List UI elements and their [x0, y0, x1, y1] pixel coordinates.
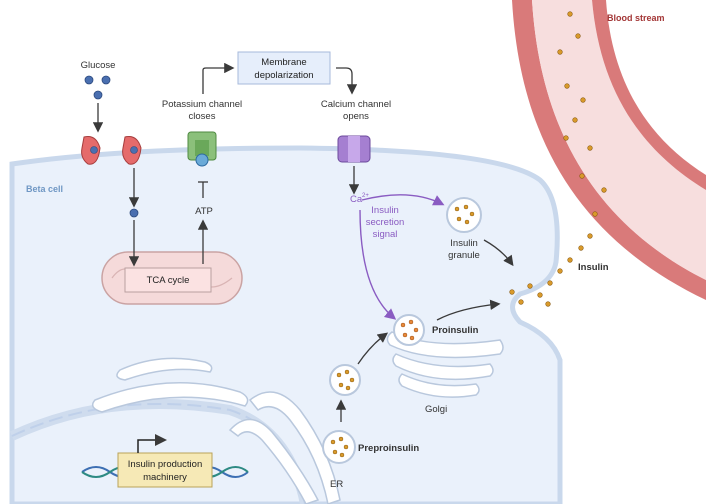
calcium-channel [337, 135, 371, 163]
signal-label-2: secretion [366, 217, 405, 228]
blood-stream-label: Blood stream [607, 13, 665, 23]
calcium-ion-superscript: 2+ [362, 193, 369, 199]
glucose-transporter [81, 136, 142, 165]
atp-label: ATP [195, 206, 213, 217]
signal-label-1: Insulin [371, 205, 398, 216]
signal-label-3: signal [373, 229, 398, 240]
blood-insulin-dots [557, 11, 607, 217]
intracellular-glucose [129, 208, 139, 218]
preproinsulin-vesicle [322, 430, 356, 464]
insulin-granule-label-1: Insulin [450, 238, 477, 249]
membrane-depol-label-1: Membrane [261, 57, 306, 68]
blood-vessel [512, 0, 706, 300]
membrane-depolarization-box [237, 51, 331, 85]
endoplasmic-reticulum [91, 357, 341, 504]
membrane-depol-label-2: depolarization [254, 70, 313, 81]
glucose-molecules [84, 75, 111, 100]
insulin-granule [446, 197, 482, 233]
golgi-label: Golgi [425, 404, 447, 415]
potassium-label-1: Potassium channel [162, 99, 242, 110]
insulin-granule-label-2: granule [448, 250, 480, 261]
er-label: ER [330, 479, 343, 490]
golgi-apparatus [386, 331, 504, 398]
calcium-label-1: Calcium channel [321, 99, 391, 110]
glucose-label: Glucose [81, 60, 116, 71]
signal-arrows [359, 194, 445, 320]
machinery-label-1: Insulin production [128, 459, 202, 470]
preproinsulin-label: Preproinsulin [358, 443, 419, 454]
proinsulin-vesicle [393, 314, 425, 346]
machinery-label-2: machinery [143, 472, 187, 483]
potassium-label-2: closes [189, 111, 216, 122]
transcription-arrow [137, 434, 167, 453]
tca-cycle-box [124, 267, 212, 293]
beta-cell-label: Beta cell [26, 184, 63, 194]
exocytosis-insulin-dots [509, 233, 593, 307]
proinsulin-label: Proinsulin [432, 325, 479, 336]
insulin-production-machinery-box [117, 452, 213, 488]
potassium-channel [187, 131, 217, 167]
transport-vesicle [329, 364, 361, 396]
calcium-ion-label: Ca [350, 194, 363, 205]
flow-arrows [92, 62, 514, 422]
calcium-label-2: opens [343, 111, 369, 122]
insulin-label: Insulin [578, 262, 609, 273]
tca-cycle-label: TCA cycle [147, 275, 190, 286]
